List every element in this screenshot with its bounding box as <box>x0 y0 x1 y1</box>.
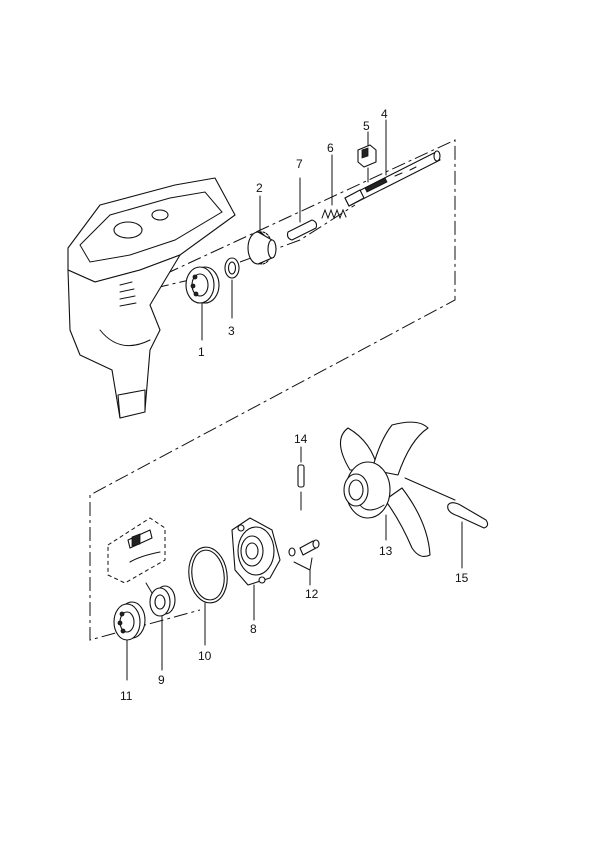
callout-9: 9 <box>158 673 165 687</box>
part-1-bearing <box>185 266 220 341</box>
part-6-spring <box>321 154 347 220</box>
part-15-split-pin <box>447 502 489 569</box>
gear-case-housing <box>67 177 236 419</box>
callout-labels: 1 2 3 4 5 6 7 8 9 10 11 12 13 14 15 <box>120 107 469 703</box>
part-9-oil-seal <box>149 585 176 671</box>
callout-6: 6 <box>327 141 334 155</box>
callout-3: 3 <box>228 324 235 338</box>
callout-15: 15 <box>455 571 469 585</box>
part-13-propeller <box>339 421 456 557</box>
callout-5: 5 <box>363 119 370 133</box>
callout-13: 13 <box>379 544 393 558</box>
part-2-gear <box>247 195 277 265</box>
callout-4: 4 <box>381 107 388 121</box>
callout-10: 10 <box>198 649 212 663</box>
callout-2: 2 <box>256 181 263 195</box>
part-7-pin <box>286 177 318 241</box>
callout-8: 8 <box>250 622 257 636</box>
part-11-bearing <box>113 601 146 681</box>
part-8-bearing-housing <box>231 517 281 621</box>
callout-7: 7 <box>296 157 303 171</box>
callout-1: 1 <box>198 345 205 359</box>
part-14-pin <box>297 446 305 511</box>
part-10-o-ring <box>188 546 228 646</box>
part-12-bolt-washer <box>288 539 320 586</box>
callout-12: 12 <box>305 587 319 601</box>
callout-11: 11 <box>120 689 133 703</box>
callout-14: 14 <box>294 432 308 446</box>
part-3-washer <box>224 257 240 319</box>
part-4-propeller-shaft <box>344 119 441 207</box>
sub-assembly-box <box>107 517 166 594</box>
part-5-clutch <box>357 131 377 183</box>
